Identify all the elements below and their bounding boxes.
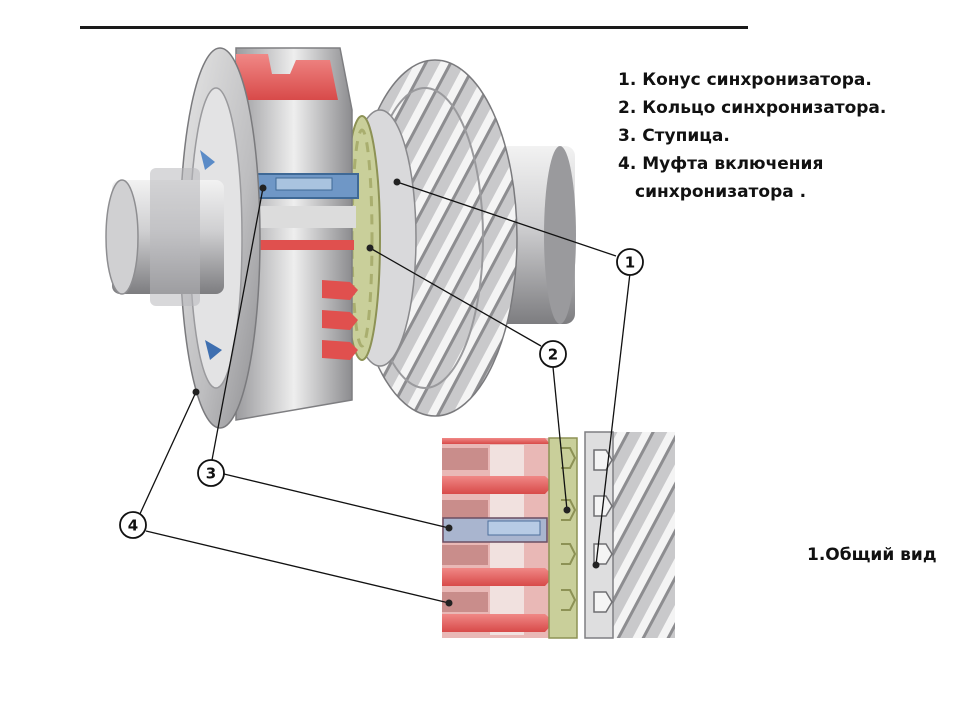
legend-item-4: 4. Муфта включения: [618, 154, 824, 174]
right-shaft-end: [544, 146, 576, 324]
legend-item-3: 3. Ступица.: [618, 126, 730, 146]
legend-item-2: 2. Кольцо синхронизатора.: [618, 98, 887, 118]
leader-dots: [192, 178, 600, 607]
callout-4-label: 4: [128, 517, 138, 535]
leader-lines: [138, 181, 631, 604]
left-shaft-end: [105, 179, 139, 295]
callout-3-label: 3: [206, 465, 216, 483]
callout-3: 3: [197, 459, 225, 487]
caption: 1.Общий вид: [807, 545, 937, 565]
legend-item-4-cont: синхронизатора .: [635, 182, 807, 202]
legend-item-1: 1. Конус синхронизатора.: [618, 70, 872, 90]
top-rule: [80, 26, 748, 29]
callout-4: 4: [119, 511, 147, 539]
callout-1-label: 1: [625, 254, 635, 272]
callout-2-label: 2: [548, 346, 558, 364]
callout-1: 1: [616, 248, 644, 276]
callout-2: 2: [539, 340, 567, 368]
legend-list: 1. Конус синхронизатора. 2. Кольцо синхр…: [618, 66, 886, 206]
main-view: [105, 47, 576, 429]
section-detail: [442, 431, 675, 639]
